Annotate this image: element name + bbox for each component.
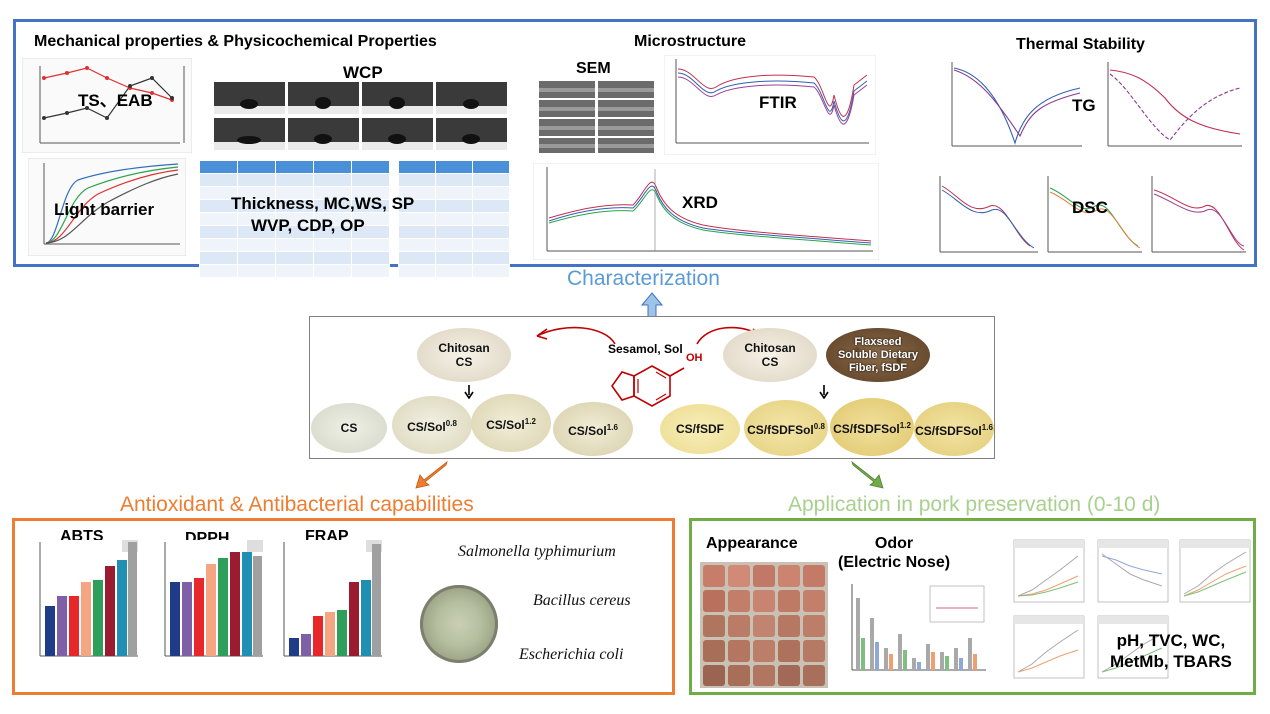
chitosan-right-disk: Chitosan CS xyxy=(723,328,817,382)
odor-label: Odor (Electric Nose) xyxy=(838,535,951,571)
species-bacillus: Bacillus cereus xyxy=(533,592,631,609)
down-arrow-left-icon xyxy=(464,385,474,399)
application-panel xyxy=(689,518,1256,695)
film-cs-fsdfsol-08-sup: 0.8 xyxy=(813,421,825,431)
ftir-label: FTIR xyxy=(759,93,797,112)
fsdf-disk: Flaxseed Soluble Dietary Fiber, fSDF xyxy=(826,328,930,382)
dpph-bar-chart xyxy=(153,540,265,680)
wvp-label: WVP, CDP, OP xyxy=(251,216,365,235)
sem-label: SEM xyxy=(576,60,611,77)
film-cs-fsdfsol-16: CS/fSDFSol1.6 xyxy=(914,402,994,456)
thickness-label: Thickness, MC,WS, SP xyxy=(231,194,415,213)
abts-bar-chart xyxy=(28,540,140,680)
ts-eab-label: TS、EAB xyxy=(78,91,153,110)
appearance-label: Appearance xyxy=(706,535,798,552)
film-cs-sol-16-sup: 1.6 xyxy=(606,422,618,432)
sesamol-label: Sesamol, Sol xyxy=(608,342,683,356)
mechanical-heading: Mechanical properties & Physicochemical … xyxy=(34,33,437,50)
antioxidant-panel xyxy=(12,518,675,695)
film-cs-fsdfsol-12-label: CS/fSDFSol xyxy=(833,421,900,436)
xrd-pattern xyxy=(533,163,879,260)
characterization-panel xyxy=(13,19,1257,267)
film-cs-fsdf-label: CS/fSDF xyxy=(676,422,724,436)
light-barrier-label: Light barrier xyxy=(54,200,155,219)
application-title: Application in pork preservation (0-10 d… xyxy=(788,493,1161,516)
film-cs-sol-08-label: CS/Sol xyxy=(407,419,446,434)
film-cs-sol-08: CS/Sol0.8 xyxy=(392,396,472,454)
xrd-label: XRD xyxy=(682,193,718,212)
pork-samples-grid xyxy=(700,562,828,688)
tg-curves xyxy=(930,58,1250,156)
green-arrow-icon xyxy=(851,460,884,489)
characterization-title: Characterization xyxy=(567,267,720,290)
dsc-curves xyxy=(930,166,1250,260)
wvp-table xyxy=(398,160,510,278)
film-cs-fsdf: CS/fSDF xyxy=(660,404,740,454)
wcp-label: WCP xyxy=(343,63,383,82)
orange-arrow-icon xyxy=(415,460,448,489)
wcp-contact-angle-grid xyxy=(213,80,509,152)
sem-image-grid xyxy=(539,81,654,153)
film-cs-sol-16-label: CS/Sol xyxy=(568,423,607,438)
indicators-label: pH, TVC, WC, MetMb, TBARS xyxy=(1110,631,1232,671)
film-cs-fsdfsol-16-sup: 1.6 xyxy=(981,422,993,432)
film-cs-sol-08-sup: 0.8 xyxy=(445,418,457,428)
quality-indicator-charts xyxy=(1000,530,1252,690)
thickness-table xyxy=(199,160,390,278)
microstructure-heading: Microstructure xyxy=(634,33,747,50)
film-cs-fsdfsol-16-label: CS/fSDFSol xyxy=(915,423,982,438)
film-cs-fsdfsol-12-sup: 1.2 xyxy=(899,420,911,430)
ftir-spectra xyxy=(664,55,876,155)
oh-label: OH xyxy=(686,352,703,364)
petri-dish xyxy=(420,585,498,663)
electric-nose-chart xyxy=(840,578,990,686)
tg-label: TG xyxy=(1072,96,1096,115)
species-salmonella: Salmonella typhimurium xyxy=(458,543,616,560)
dsc-label: DSC xyxy=(1072,198,1108,217)
chitosan-left-disk: Chitosan CS xyxy=(417,328,511,382)
film-cs-sol-12-label: CS/Sol xyxy=(486,417,525,432)
film-cs-sol-12: CS/Sol1.2 xyxy=(471,394,551,452)
light-barrier-chart xyxy=(28,158,186,256)
film-cs-label: CS xyxy=(340,421,358,435)
sesamol-structure xyxy=(611,365,685,407)
species-ecoli: Escherichia coli xyxy=(519,646,624,663)
film-cs: CS xyxy=(311,403,387,453)
film-cs-sol-12-sup: 1.2 xyxy=(524,416,536,426)
thermal-heading: Thermal Stability xyxy=(1016,36,1145,53)
frap-bar-chart xyxy=(272,540,384,680)
film-cs-fsdfsol-08-label: CS/fSDFSol xyxy=(747,422,814,437)
ts-eab-chart xyxy=(22,58,192,153)
film-cs-sol-16: CS/Sol1.6 xyxy=(553,402,633,456)
film-cs-fsdfsol-08: CS/fSDFSol0.8 xyxy=(744,400,828,456)
down-arrow-right-icon xyxy=(819,385,829,399)
film-cs-fsdfsol-12: CS/fSDFSol1.2 xyxy=(830,398,914,456)
antioxidant-title: Antioxidant & Antibacterial capabilities xyxy=(120,493,474,516)
